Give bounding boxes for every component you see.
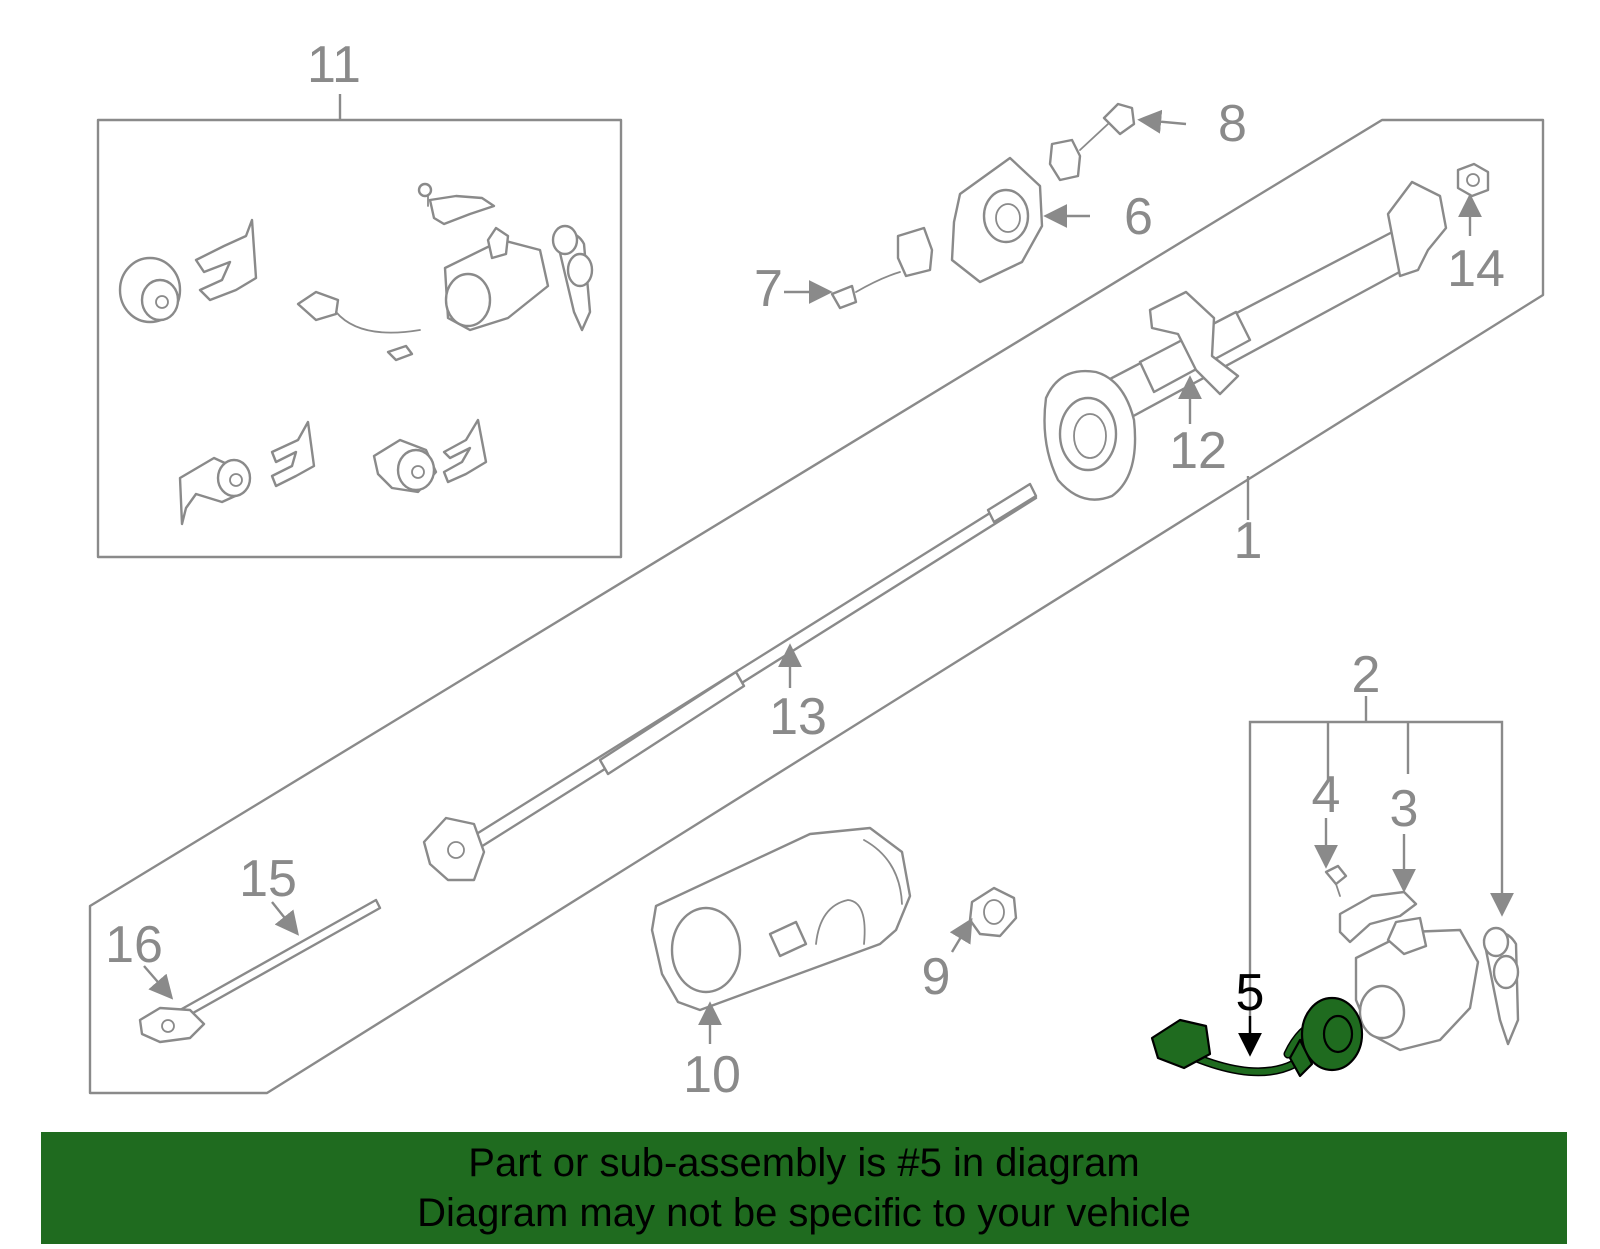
part-13-shaft[interactable] bbox=[422, 482, 1038, 882]
part-2-lock-housing[interactable] bbox=[1354, 916, 1520, 1052]
lock-cylinder-2[interactable] bbox=[178, 420, 316, 526]
callout-16: 16 bbox=[105, 916, 163, 974]
part-3-retainer[interactable] bbox=[1338, 890, 1418, 944]
part-9-grommet[interactable] bbox=[968, 886, 1018, 938]
part-8-connector[interactable] bbox=[1048, 102, 1136, 182]
callout-5: 5 bbox=[1236, 964, 1265, 1022]
lock-cylinder-1[interactable] bbox=[118, 218, 258, 324]
part-7-sensor[interactable] bbox=[830, 226, 934, 310]
callout-labels: 11 8 6 7 14 12 1 13 2 4 3 15 16 9 5 10 bbox=[105, 36, 1505, 1104]
callout-3: 3 bbox=[1390, 780, 1419, 838]
part-5-ignition-switch-harness[interactable] bbox=[1150, 996, 1364, 1078]
part-14-nut[interactable] bbox=[1456, 162, 1490, 198]
part-6-bracket[interactable] bbox=[950, 156, 1044, 284]
banner-line-disclaimer: Diagram may not be specific to your vehi… bbox=[417, 1191, 1191, 1235]
lock-set-box bbox=[96, 118, 623, 559]
callout-11: 11 bbox=[307, 36, 361, 94]
part-15-16-lower-shaft[interactable] bbox=[138, 898, 382, 1044]
info-banner: Part or sub-assembly is #5 in diagram Di… bbox=[41, 1132, 1567, 1244]
callout-13: 13 bbox=[769, 688, 827, 746]
callout-4: 4 bbox=[1312, 766, 1341, 824]
callout-6: 6 bbox=[1124, 188, 1153, 246]
leader-lines bbox=[143, 94, 1514, 1057]
banner-line-part: Part or sub-assembly is #5 in diagram bbox=[468, 1141, 1140, 1185]
callout-10: 10 bbox=[683, 1046, 741, 1104]
callout-7: 7 bbox=[754, 260, 783, 318]
callout-12: 12 bbox=[1169, 422, 1227, 480]
ignition-lock-assembly-11[interactable] bbox=[296, 182, 594, 362]
lock-cylinder-3[interactable] bbox=[372, 418, 488, 494]
part-12-column-tube[interactable] bbox=[1043, 180, 1448, 501]
part-10-column-cover[interactable] bbox=[650, 826, 912, 1012]
part-4-screw[interactable] bbox=[1324, 864, 1348, 897]
callout-9: 9 bbox=[922, 948, 951, 1006]
callout-15: 15 bbox=[239, 850, 297, 908]
steering-column-panel bbox=[88, 118, 1545, 1095]
callout-1: 1 bbox=[1234, 512, 1263, 570]
callout-2: 2 bbox=[1352, 646, 1381, 704]
callout-14: 14 bbox=[1447, 240, 1505, 298]
callout-8: 8 bbox=[1218, 95, 1247, 153]
